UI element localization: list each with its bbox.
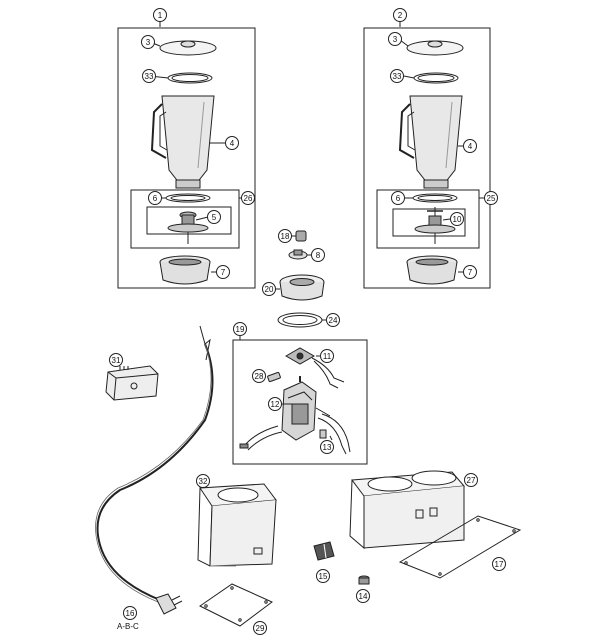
control-knob [359,576,369,584]
bottom-plate-double [400,516,520,578]
blade-assembly-left [147,207,231,244]
callout-14: 14 [356,589,370,603]
jar-base-right [407,256,463,284]
callout-6: 6 [148,191,162,205]
assembly-frame-left [118,28,255,288]
callout-17: 17 [492,557,506,571]
timer-module [106,366,158,400]
callout-31: 31 [109,353,123,367]
drive-coupling [289,250,311,259]
jar-ring-left [162,194,210,202]
callout-24: 24 [326,313,340,327]
motor-assembly-frame [233,340,367,464]
base-assembly-frame-left [131,190,239,248]
callout-5: 5 [207,210,221,224]
callout-2: 2 [393,8,407,22]
callout-6: 6 [391,191,405,205]
motor-leads [240,408,350,454]
motor [282,376,316,440]
blender-jar-left [152,96,225,188]
cord-plug [156,594,182,614]
callout-25: 25 [484,191,498,205]
base-housing-double [350,471,464,548]
coupling-nut [292,231,306,241]
callout-33: 33 [142,69,156,83]
cord-variants-label: A-B-C [117,622,139,631]
callout-1: 1 [153,8,167,22]
lid-gasket-left [150,73,212,83]
rocker-switch [314,542,334,560]
callout-28: 28 [252,369,266,383]
callout-16: 16 [123,606,137,620]
callout-4: 4 [225,136,239,150]
base-assembly-frame-right [377,190,479,248]
callout-10: 10 [450,212,464,226]
assembly-frame-right [364,28,490,288]
jar-ring-right [405,194,457,202]
callout-20: 20 [262,282,276,296]
blender-jar-right [400,96,463,188]
callout-8: 8 [311,248,325,262]
callout-19: 19 [233,322,247,336]
lid-right [400,40,463,55]
lid-left [150,41,216,55]
callout-33: 33 [390,69,404,83]
carbon-brush [267,372,280,382]
callout-32: 32 [196,474,210,488]
motor-assembly [233,336,367,464]
blade-assembly-right [393,207,465,244]
blender-assembly-left [118,21,255,288]
power-cord [96,326,213,614]
base-housing-single [198,484,276,566]
callout-15: 15 [316,569,330,583]
callout-29: 29 [253,621,267,635]
callout-12: 12 [268,397,282,411]
callout-11: 11 [320,349,334,363]
bottom-plate-single [200,584,272,626]
lid-gasket-right [404,73,458,83]
callout-3: 3 [141,35,155,49]
callout-13: 13 [320,440,334,454]
callout-4: 4 [463,139,477,153]
callout-18: 18 [278,229,292,243]
pad-gasket [278,313,326,327]
blender-assembly-right [364,21,490,288]
jar-base-left [160,256,216,284]
callout-7: 7 [463,265,477,279]
callout-3: 3 [388,32,402,46]
callout-26: 26 [241,191,255,205]
motor-switch [286,348,344,388]
callout-27: 27 [464,473,478,487]
pad-mount [276,275,324,300]
callout-7: 7 [216,265,230,279]
